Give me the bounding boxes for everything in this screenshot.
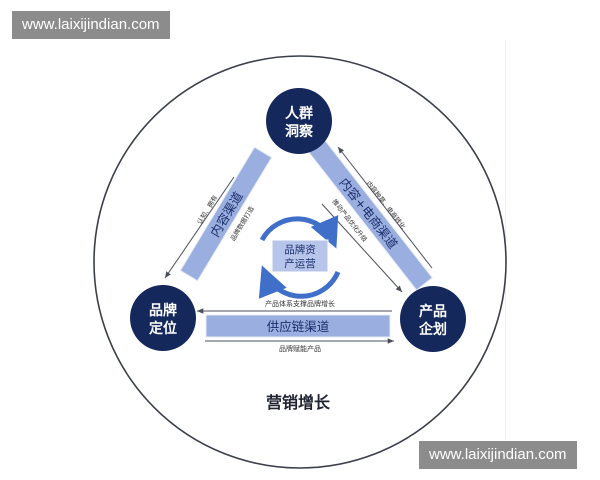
node-insight-circle	[266, 88, 332, 154]
center-label-line-2: 产运营	[284, 257, 316, 270]
bottom-bottom-annotation: 品牌赋能产品	[279, 344, 321, 353]
watermark-bottom: www.laixijindian.com	[419, 441, 577, 469]
node-product-line-1: 产品	[419, 303, 447, 320]
outer-ring	[93, 55, 507, 469]
node-product-circle	[400, 286, 466, 352]
supply-channel-band	[205, 314, 391, 338]
right-edge-group: 内容+电商渠道 内容种草、电商转化 推动产品优化升级	[305, 135, 433, 293]
node-product: 产品 企划	[400, 286, 466, 352]
left-outer-arrow	[164, 176, 235, 279]
supply-channel-label: 供应链渠道	[267, 319, 330, 334]
node-insight-line-1: 人群	[285, 105, 313, 122]
center-label-line-1: 品牌资	[284, 243, 316, 256]
bottom-edge-group: 产品体系支撑品牌增长 供应链渠道 品牌赋能产品	[197, 299, 394, 353]
content-channel-band	[179, 146, 273, 282]
center-label-box	[271, 239, 329, 273]
cycle-arrow-top	[259, 215, 339, 249]
node-insight: 人群 洞察	[266, 88, 332, 154]
bottom-top-annotation: 产品体系支撑品牌增长	[265, 299, 335, 308]
node-brand-line-1: 品牌	[149, 302, 177, 319]
node-brand-circle	[130, 285, 196, 351]
left-edge-group: 内容渠道 认知、拥有 品牌数据打造	[164, 146, 273, 282]
cycle-arrow-bottom	[258, 265, 341, 299]
node-brand-line-2: 定位	[149, 320, 177, 337]
node-insight-line-2: 洞察	[285, 123, 314, 140]
watermark-top: www.laixijindian.com	[12, 11, 170, 39]
center-cycle-group: 品牌资 产运营	[258, 215, 341, 299]
node-product-line-2: 企划	[418, 321, 447, 338]
diagram-footer-title: 营销增长	[266, 393, 331, 412]
right-outer-arrow	[337, 146, 433, 269]
node-brand: 品牌 定位	[130, 285, 196, 351]
